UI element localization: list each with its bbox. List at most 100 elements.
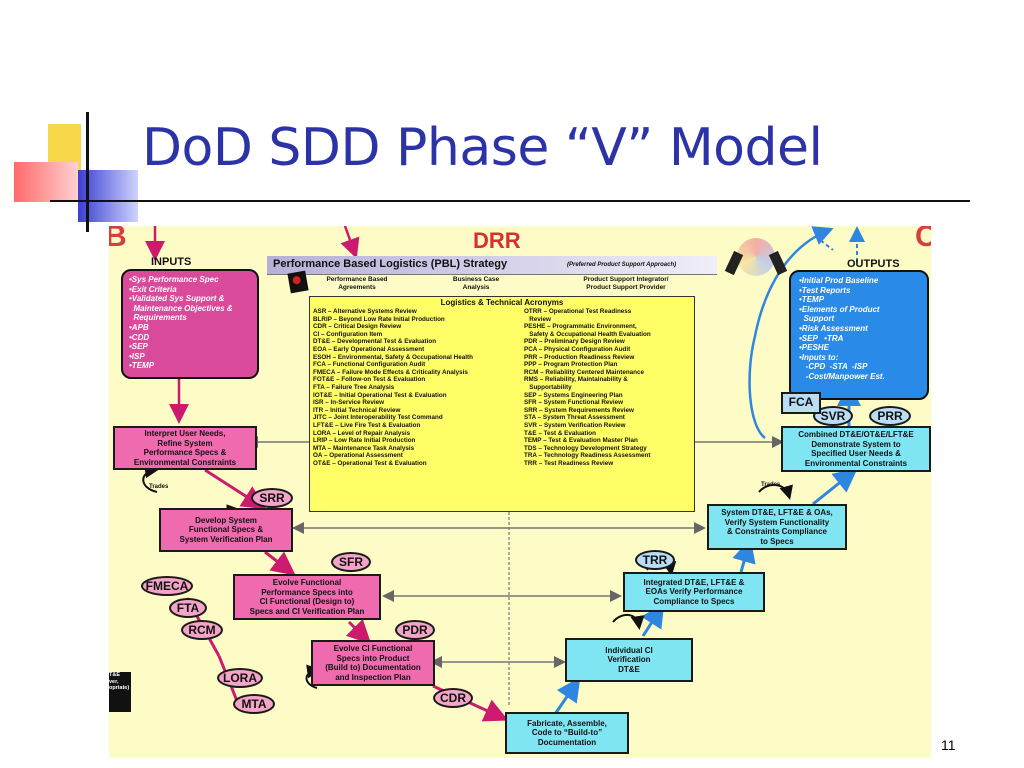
acronym-entry: LFT&E – Live Fire Test & Evaluation (313, 421, 421, 429)
outputs-list-item: •Initial Prod Baseline (799, 276, 879, 285)
acronym-entry: SEP – Systems Engineering Plan (524, 391, 623, 399)
outputs-list-item: •Test Reports (799, 285, 851, 295)
inputs-list-item: •CDD (129, 332, 150, 342)
srr-oval: SRR (251, 488, 293, 508)
fca-box: FCA (781, 392, 821, 414)
inputs-list-item: •TEMP (129, 361, 155, 371)
acronym-entry: CI – Configuration Item (313, 330, 383, 338)
inputs-list-item: Maintenance Objectives & (129, 303, 233, 313)
pbl-col-business-case: Business Case Analysis (452, 276, 500, 291)
inputs-list-item: •Sys Performance Spec (129, 275, 219, 284)
pbl-col-integrator: Product Support Integrator/ Product Supp… (583, 276, 669, 291)
system-dte-box: System DT&E, LFT&E & OAs, Verify System … (707, 504, 847, 550)
prr-oval: PRR (869, 406, 911, 426)
evolve-ci-specs-box: Evolve CI Functional Specs into Product … (311, 640, 435, 686)
slide-number: 11 (941, 737, 956, 753)
trades-label-left: Trades (149, 484, 169, 490)
acronyms-right-column: OTRR – Operational Test Readiness Review… (524, 308, 651, 467)
sfr-oval: SFR (331, 552, 371, 572)
trr-oval: TRR (635, 550, 675, 570)
acronyms-title: Logistics & Technical Acronyms (440, 298, 564, 307)
rcm-oval: RCM (181, 620, 223, 640)
acronym-entry: TRA – Technology Readiness Assessment (524, 452, 651, 460)
acronym-entry: FTA – Failure Tree Analysis (313, 383, 395, 391)
acronym-entry: ESOH – Environmental, Safety & Occupatio… (313, 353, 473, 361)
outputs-list-item: •Elements of Product (799, 304, 880, 314)
pdr-oval: PDR (395, 620, 435, 640)
outputs-list-item: -Cost/Manpower Est. (799, 371, 885, 381)
outputs-list-item: •PESHE (799, 343, 829, 353)
individual-ci-verification-box: Individual CI Verification DT&E (565, 638, 693, 682)
acronym-entry: PPP – Program Protection Plan (524, 361, 618, 369)
acronym-entry: FOT&E – Follow-on Test & Evaluation (313, 376, 426, 384)
acronym-entry: TRR – Test Readiness Review (524, 459, 614, 467)
acronyms-box: Logistics & Technical Acronyms ASR – Alt… (309, 296, 695, 512)
v-model-diagram: B C DRR INPUTS •Sys Performance Spec•Exi… (109, 226, 931, 758)
acronym-entry: CDR – Critical Design Review (313, 323, 402, 331)
inputs-header: INPUTS (151, 256, 192, 268)
acronym-entry: OT&E – Operational Test & Evaluation (313, 459, 427, 467)
pbl-col-agreements: Performance Based Agreements (326, 276, 388, 291)
develop-system-specs-box: Develop System Functional Specs & System… (159, 508, 293, 552)
acronym-entry: PESHE – Programmatic Environment, (524, 323, 637, 331)
outputs-list-item: Support (799, 314, 835, 324)
outputs-list-item: •TEMP (799, 295, 825, 305)
acronym-entry: OTRR – Operational Test Readiness (524, 308, 632, 315)
outputs-list: •Initial Prod Baseline•Test Reports•TEMP… (799, 276, 885, 382)
acronym-entry: Safety & Occupational Health Evaluation (524, 330, 651, 338)
acronym-entry: Review (524, 315, 551, 323)
acronym-entry: LRIP – Low Rate Initial Production (313, 437, 416, 445)
cdr-oval: CDR (433, 688, 473, 708)
inputs-list-item: •ISP (129, 351, 145, 361)
pbl-banner (267, 256, 717, 275)
acronym-entry: TDS – Technology Development Strategy (524, 444, 647, 452)
acronym-entry: ASR – Alternative Systems Review (313, 308, 417, 315)
outputs-list-item: •Inputs to: (799, 352, 839, 362)
evolve-functional-specs-box: Evolve Functional Performance Specs into… (233, 574, 381, 620)
lora-oval: LORA (217, 668, 263, 688)
acronym-entry: SRR – System Requirements Review (524, 406, 634, 414)
acronym-entry: Supportability (524, 383, 572, 391)
inputs-list-item: Requirements (129, 313, 187, 323)
slide-title: DoD SDD Phase “V” Model (142, 118, 823, 178)
trades-label-right: Trades (761, 482, 781, 488)
pbl-subtitle: (Preferred Product Support Approach) (567, 262, 677, 268)
fta-oval: FTA (169, 598, 207, 618)
svr-oval: SVR (813, 406, 853, 426)
corner-label-left: B (109, 226, 127, 253)
acronym-entry: STA – System Threat Assessment (524, 414, 625, 422)
logo-vertical-line (86, 112, 89, 232)
soldiers-graphic-icon (724, 232, 793, 284)
inputs-list-item: •Exit Criteria (129, 284, 177, 294)
acronym-entry: SFR – System Functional Review (524, 399, 624, 407)
mta-oval: MTA (233, 694, 275, 714)
acronym-entry: EOA – Early Operational Assessment (313, 345, 425, 353)
inputs-list-item: •Validated Sys Support & (129, 294, 225, 304)
logo-horizontal-line (50, 200, 970, 202)
outputs-box: •Initial Prod Baseline•Test Reports•TEMP… (789, 270, 929, 400)
corner-label-right: C (915, 226, 931, 253)
acronym-entry: JITC – Joint Interoperability Test Comma… (313, 414, 443, 422)
fmeca-oval: FMECA (141, 576, 193, 596)
interpret-user-needs-box: Interpret User Needs, Refine System Perf… (113, 426, 257, 470)
acronym-entry: PRR – Production Readiness Review (524, 353, 635, 361)
inputs-list-item: •APB (129, 322, 149, 332)
acronym-entry: LORA – Level of Repair Analysis (313, 429, 411, 437)
drr-label: DRR (473, 228, 521, 253)
acronym-entry: RMS – Reliability, Maintainability & (524, 376, 628, 384)
acronym-entry: IOT&E – Initial Operational Test & Evalu… (313, 391, 447, 399)
pbl-title: Performance Based Logistics (PBL) Strate… (273, 258, 508, 270)
acronym-entry: RCM – Reliability Centered Maintenance (524, 368, 645, 376)
outputs-list-item: •Risk Assessment (799, 323, 868, 333)
left-edge-note: T&E ver, opriate) (109, 672, 131, 712)
acronym-entry: FMECA – Failure Mode Effects & Criticali… (313, 368, 468, 376)
acronym-entry: DT&E – Developmental Test & Evaluation (313, 338, 437, 346)
acronym-entry: TEMP – Test & Evaluation Master Plan (524, 437, 638, 445)
outputs-header: OUTPUTS (847, 258, 900, 270)
integrated-dte-box: Integrated DT&E, LFT&E & EOAs Verify Per… (623, 572, 765, 612)
acronym-entry: ITR – Initial Technical Review (313, 406, 401, 414)
pbl-flag-icon (287, 270, 309, 294)
acronym-entry: OA – Operational Assessment (313, 452, 403, 460)
acronym-entry: PCA – Physical Configuration Audit (524, 345, 631, 353)
acronym-entry: SVR – System Verification Review (524, 421, 626, 429)
